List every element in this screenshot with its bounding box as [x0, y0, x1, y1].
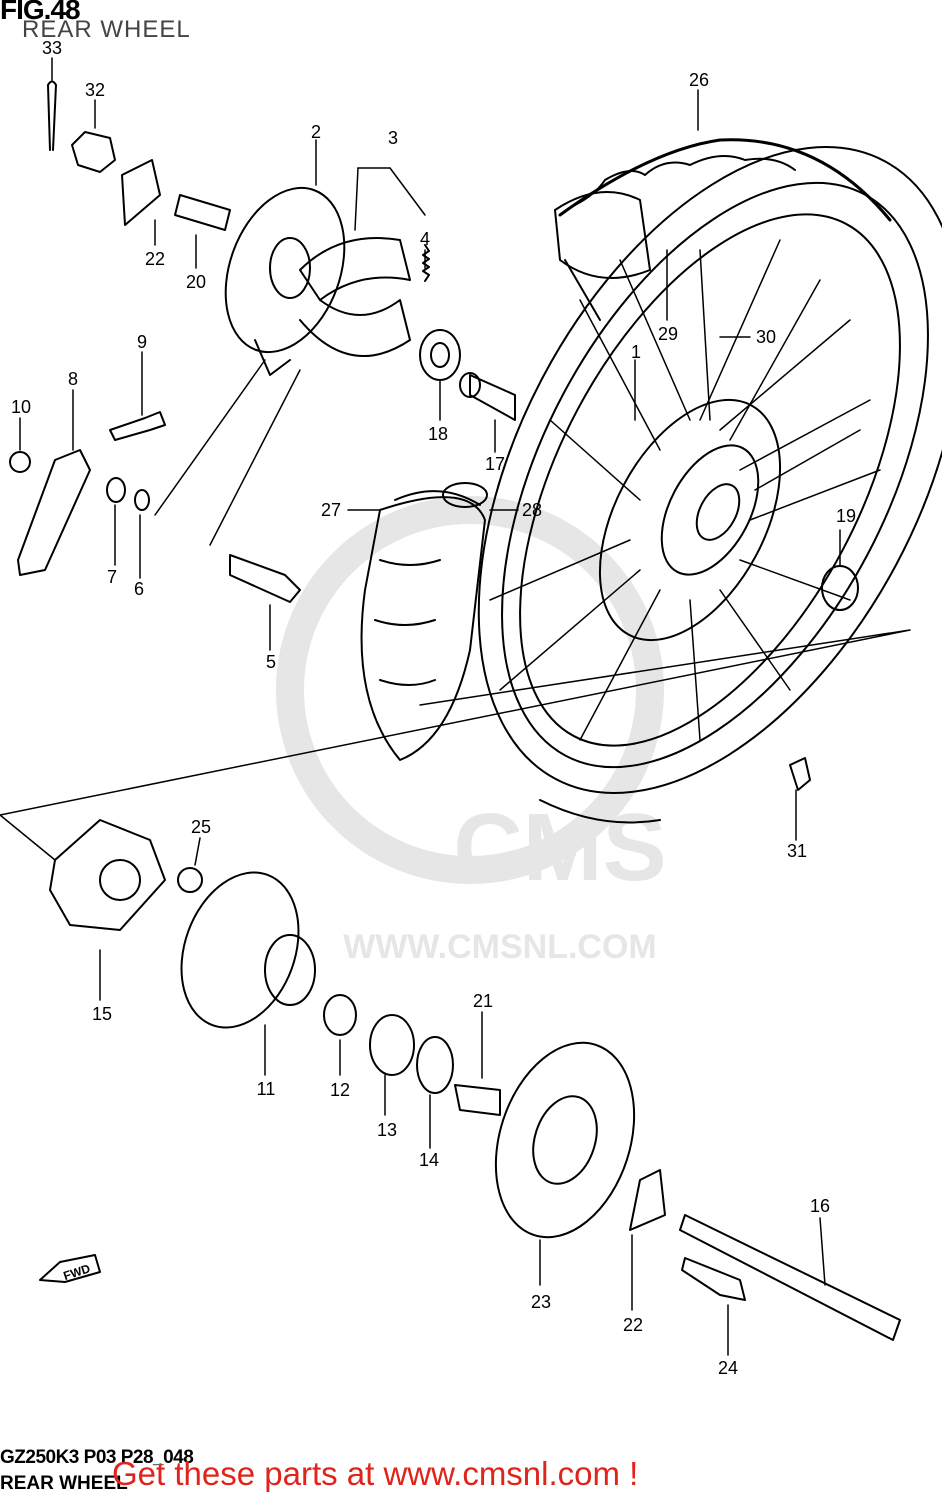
collar-21: [454, 1084, 501, 1116]
callout-14: 14: [419, 1150, 439, 1170]
tire-cross-section-27: [360, 490, 486, 761]
spacer-17: [459, 372, 516, 421]
wheel-spokes: [489, 239, 881, 741]
figure-title: FIG.48: [0, 0, 81, 25]
watermark-brand: CMS: [453, 794, 666, 901]
bolt-24: [681, 1257, 746, 1301]
nut-10: [9, 451, 31, 473]
callout-32: 32: [85, 80, 105, 100]
callout-4: 4: [420, 229, 430, 249]
forward-arrow-icon: [39, 1254, 101, 1283]
brake-shoes-3: [299, 237, 411, 357]
assembly-guide-lines: [0, 359, 911, 861]
brake-cam-shaft-5: [229, 554, 301, 603]
bearing-19: [821, 565, 859, 611]
collar-20: [174, 194, 231, 231]
callout-7: 7: [107, 567, 117, 587]
rear-wheel-assembly: [477, 138, 942, 824]
callout-33: 33: [42, 38, 62, 58]
model-subtitle: REAR WHEEL: [0, 1473, 128, 1494]
castle-nut-32: [71, 131, 116, 173]
callout-15: 15: [92, 1004, 112, 1024]
callout-2: 2: [311, 122, 321, 142]
callout-1: 1: [631, 342, 641, 362]
callout-numbers: 1 2 3 4 5 6 7 8 9 10 11 12 13 14 15 16 1…: [11, 38, 856, 1378]
promo-link[interactable]: Get these parts at www.cmsnl.com !: [112, 1455, 639, 1492]
chain-adjuster-22b: [629, 1169, 666, 1231]
callout-11: 11: [257, 1079, 276, 1099]
callout-leaders: [19, 57, 841, 1356]
callout-6: 6: [134, 579, 144, 599]
rear-sprocket-23: [494, 1041, 636, 1239]
brake-spring-4: [422, 244, 430, 282]
callout-24: 24: [718, 1358, 738, 1378]
callout-13: 13: [377, 1120, 397, 1140]
callout-26: 26: [689, 70, 709, 90]
cotter-pin-33: [47, 80, 57, 151]
callout-30: 30: [756, 327, 776, 347]
callout-22-lower: 22: [623, 1315, 643, 1335]
callout-23: 23: [531, 1292, 551, 1312]
brake-panel-2: [224, 186, 346, 376]
callout-31: 31: [787, 841, 807, 861]
callout-19: 19: [836, 506, 856, 526]
valve-cap-31: [789, 757, 811, 791]
bolt-9: [109, 411, 166, 441]
cms-watermark: CMS WWW.CMSNL.COM: [276, 496, 667, 966]
callout-9: 9: [137, 332, 147, 352]
model-code: GZ250K3 P03 P28_048: [0, 1447, 194, 1468]
hub-cushion-15: [49, 819, 166, 931]
callout-25: 25: [191, 817, 211, 837]
washer-7: [106, 477, 126, 503]
bearing-18: [419, 329, 461, 381]
o-ring-6: [134, 489, 150, 511]
callout-27: 27: [321, 500, 341, 520]
callout-20: 20: [186, 272, 206, 292]
tire-section-26: [554, 191, 651, 321]
rear-axle-16: [679, 1214, 901, 1341]
callout-18: 18: [428, 424, 448, 444]
bearing-13: [369, 1014, 415, 1076]
chain-adjuster-22a: [121, 159, 161, 226]
callout-21: 21: [473, 991, 493, 1011]
callout-29: 29: [658, 324, 678, 344]
watermark-url: WWW.CMSNL.COM: [343, 928, 657, 966]
callout-28: 28: [522, 500, 542, 520]
spacer-12: [323, 994, 357, 1036]
callout-3: 3: [388, 128, 398, 148]
callout-12: 12: [330, 1080, 350, 1100]
callout-8: 8: [68, 369, 78, 389]
callout-5: 5: [266, 652, 276, 672]
diagram-subtitle: REAR WHEEL: [22, 16, 191, 43]
rim-band-28: [442, 482, 488, 508]
oil-seal-14: [416, 1036, 454, 1094]
nut-25: [177, 867, 203, 893]
callout-10: 10: [11, 397, 31, 417]
callout-17: 17: [485, 454, 505, 474]
sprocket-drum-11: [180, 871, 316, 1029]
callout-16: 16: [810, 1196, 830, 1216]
cam-lever-8: [17, 449, 91, 576]
callout-22-upper: 22: [145, 249, 165, 269]
